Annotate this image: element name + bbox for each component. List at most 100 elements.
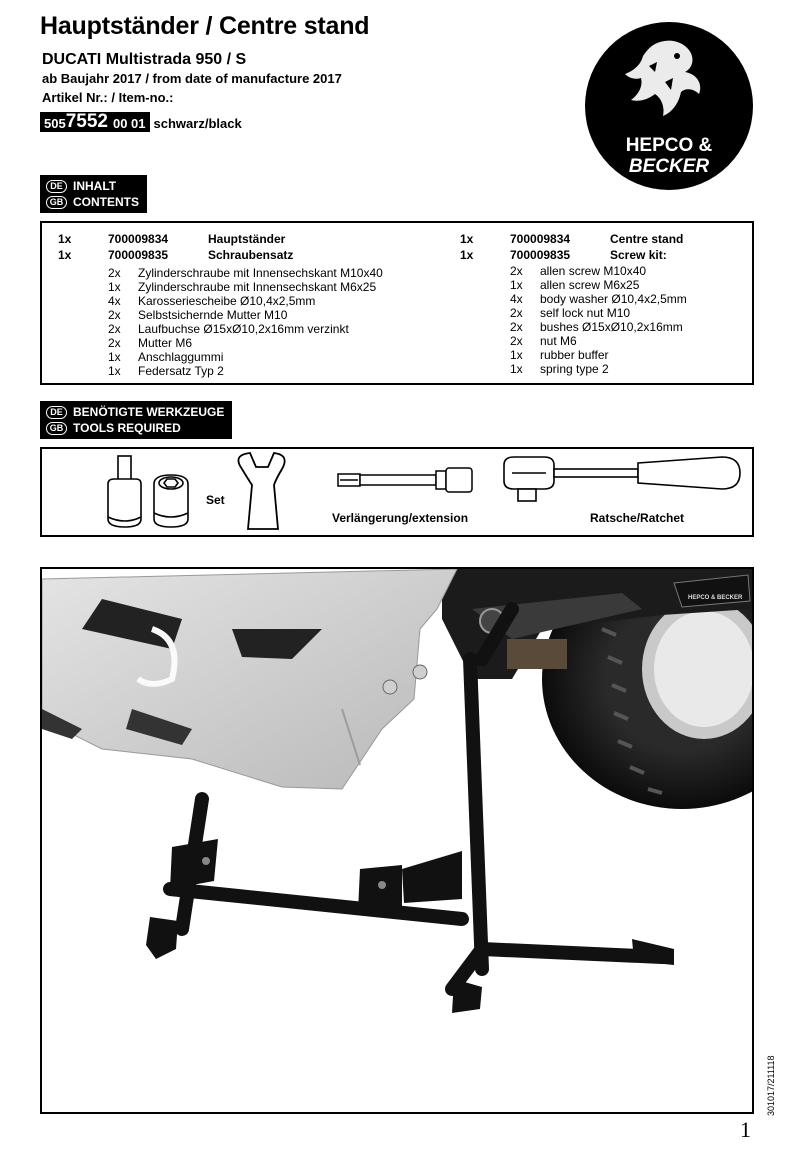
ratchet-icon — [503, 456, 741, 502]
screw-name: nut M6 — [540, 334, 577, 348]
screw-qty: 1x — [108, 350, 121, 364]
item-number-label: Artikel Nr.: / Item-no.: — [42, 90, 174, 105]
screw-row: 2x Selbstsichernde Mutter M10 — [108, 308, 383, 322]
screw-row: 2x Zylinderschraube mit Innensechskant M1… — [108, 266, 383, 280]
part-name: Screw kit: — [610, 248, 667, 262]
screw-name: Karosseriescheibe Ø10,4x2,5mm — [138, 294, 316, 308]
screw-row: 1x allen screw M6x25 — [510, 278, 687, 292]
contents-heading-gb: CONTENTS — [73, 195, 139, 209]
tools-heading-de: BENÖTIGTE WERKZEUGE — [73, 405, 225, 419]
screw-qty: 2x — [108, 308, 121, 322]
part-number: 700009835 — [510, 248, 571, 262]
stand-brackets — [146, 839, 674, 1013]
screw-row: 2x bushes Ø15xØ10,2x16mm — [510, 320, 687, 334]
screw-row: 4x Karosseriescheibe Ø10,4x2,5mm — [108, 294, 383, 308]
hex-bit-socket-icon — [107, 455, 142, 528]
model-name: DUCATI Multistrada 950 / S — [42, 51, 247, 68]
part-row: 1x 700009835 Screw kit: — [460, 247, 687, 263]
tools-box: Set Verlängerung/extension Ratsche/Ratch… — [40, 447, 754, 537]
contents-column-de: 1x 700009834 Hauptständer 1x 700009835 S… — [58, 231, 383, 378]
page-number: 1 — [740, 1117, 751, 1142]
screw-qty: 2x — [510, 320, 523, 334]
part-number: 700009834 — [510, 232, 571, 246]
product-photo: HEPCO & BECKER — [40, 567, 754, 1114]
screw-qty: 1x — [510, 278, 523, 292]
part-number: 700009834 — [108, 232, 169, 246]
screw-row: 1x spring type 2 — [510, 362, 687, 376]
gb-flag-badge: GB — [46, 195, 67, 209]
screw-name: spring type 2 — [540, 362, 609, 376]
extension-bar-icon — [337, 467, 473, 493]
logo-text-line2: BECKER — [629, 156, 710, 177]
screw-name: Selbstsichernde Mutter M10 — [138, 308, 288, 322]
part-name: Centre stand — [610, 232, 684, 246]
part-qty: 1x — [460, 248, 474, 262]
rear-tyre — [542, 569, 752, 809]
item-color: schwarz/black — [153, 116, 242, 131]
screw-row: 1x Anschlaggummi — [108, 350, 383, 364]
ratchet-label: Ratsche/Ratchet — [590, 511, 685, 525]
screw-name: Federsatz Typ 2 — [138, 364, 224, 378]
screw-row: 1x rubber buffer — [510, 348, 687, 362]
screw-name: Laufbuchse Ø15xØ10,2x16mm verzinkt — [138, 322, 349, 336]
page-title: Hauptständer / Centre stand — [40, 12, 370, 40]
contents-box: 1x 700009834 Hauptständer 1x 700009835 S… — [40, 221, 754, 385]
wrench-icon — [237, 452, 286, 530]
screw-list-en: 2x allen screw M10x40 1x allen screw M6x25… — [510, 264, 687, 376]
item-number-box: 505 7552 00 01 — [40, 112, 150, 132]
screw-row: 1x Federsatz Typ 2 — [108, 364, 383, 378]
screw-name: rubber buffer — [540, 348, 609, 362]
screw-qty: 1x — [108, 280, 121, 294]
item-prefix: 505 — [44, 116, 66, 131]
hepco-becker-logo: HEPCO & BECKER — [585, 22, 753, 190]
screw-name: bushes Ø15xØ10,2x16mm — [540, 320, 683, 334]
model-year: ab Baujahr 2017 / from date of manufactu… — [42, 71, 342, 86]
part-row: 1x 700009835 Schraubensatz — [58, 247, 383, 263]
screw-qty: 1x — [510, 348, 523, 362]
part-qty: 1x — [58, 232, 72, 246]
screw-qty: 2x — [108, 322, 121, 336]
part-name: Hauptständer — [208, 232, 286, 246]
screw-qty: 2x — [108, 336, 121, 350]
contents-column-en: 1x 700009834 Centre stand 1x 700009835 S… — [460, 231, 687, 376]
de-flag-badge: DE — [46, 405, 67, 419]
screw-name: allen screw M6x25 — [540, 278, 640, 292]
extension-label: Verlängerung/extension — [332, 511, 469, 525]
screw-name: allen screw M10x40 — [540, 264, 647, 278]
screw-qty: 1x — [510, 362, 523, 376]
screw-row: 2x self lock nut M10 — [510, 306, 687, 320]
document-reference: 301017/211118 — [766, 1055, 776, 1116]
item-suffix: 00 01 — [112, 116, 146, 131]
screw-qty: 1x — [108, 364, 121, 378]
screw-qty: 2x — [510, 306, 523, 320]
screw-list-de: 2x Zylinderschraube mit Innensechskant M1… — [108, 266, 383, 378]
screw-row: 2x nut M6 — [510, 334, 687, 348]
set-label: Set — [206, 493, 225, 507]
screw-qty: 2x — [510, 264, 523, 278]
part-qty: 1x — [460, 232, 474, 246]
centre-stand-photo-illustration: HEPCO & BECKER — [42, 569, 752, 1013]
part-qty: 1x — [58, 248, 72, 262]
screw-qty: 4x — [108, 294, 121, 308]
screw-name: body washer Ø10,4x2,5mm — [540, 292, 687, 306]
screw-qty: 2x — [108, 266, 121, 280]
screw-name: Zylinderschraube mit Innensechskant M10x… — [138, 266, 383, 280]
gb-flag-badge: GB — [46, 421, 67, 435]
screw-row: 2x Laufbuchse Ø15xØ10,2x16mm verzinkt — [108, 322, 383, 336]
item-number: 505 7552 00 01 schwarz/black — [40, 112, 242, 132]
screw-name: self lock nut M10 — [540, 306, 631, 320]
part-number: 700009835 — [108, 248, 169, 262]
part-name: Schraubensatz — [208, 248, 294, 262]
screw-row: 2x allen screw M10x40 — [510, 264, 687, 278]
hepco-bracket: HEPCO & BECKER — [673, 574, 751, 608]
logo-text-line1: HEPCO & — [626, 135, 713, 156]
bracket-brand-text: HEPCO & BECKER — [688, 595, 743, 601]
screw-name: Anschlaggummi — [138, 350, 224, 364]
contents-heading-de: INHALT — [73, 179, 117, 193]
socket-icon — [153, 474, 189, 528]
screw-qty: 2x — [510, 334, 523, 348]
